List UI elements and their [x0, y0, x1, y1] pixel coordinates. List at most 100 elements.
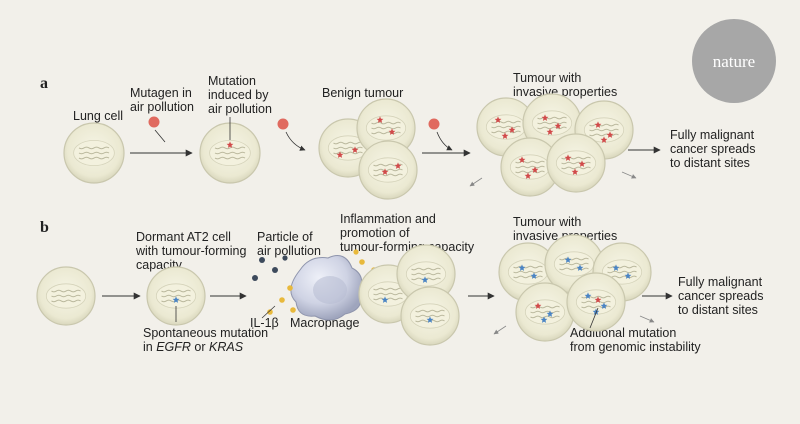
- label-lung-cell: Lung cell: [73, 109, 123, 123]
- label-macrophage: Macrophage: [290, 316, 360, 330]
- mutation-star: [606, 131, 614, 138]
- label-line: Inflammation and: [340, 212, 436, 226]
- benign-tumour: [318, 98, 418, 200]
- egfr-kras-mutation-star: [592, 308, 600, 315]
- label-line: air pollution: [257, 244, 321, 258]
- dna-strand: [51, 289, 81, 293]
- dna-strand: [333, 151, 363, 155]
- nature-logo-text: nature: [713, 52, 755, 71]
- panel-b-letter: b: [40, 219, 49, 236]
- inflamed-cluster: [358, 244, 460, 346]
- invasive-tumour-a: [476, 93, 634, 197]
- dna-strand: [537, 121, 567, 125]
- label-line: Lung cell: [73, 109, 123, 123]
- mutation-star: [336, 151, 344, 158]
- dna-strand: [373, 168, 403, 172]
- dna-strand: [537, 126, 567, 130]
- egfr-kras-mutation-star: [584, 292, 592, 299]
- cytokine-dot: [359, 259, 365, 265]
- mutagen-particle-2: [277, 118, 289, 130]
- dna-strand: [559, 267, 589, 271]
- label-line: Benign tumour: [322, 86, 403, 100]
- arrow-mutagen-3: [436, 131, 453, 151]
- label-line: induced by: [208, 88, 269, 102]
- pollution-particle: [259, 257, 265, 263]
- dna-strand: [214, 156, 246, 160]
- invasive-a-cell-5: [546, 133, 606, 193]
- label-line: Tumour with: [513, 71, 581, 85]
- dna-strand: [371, 126, 401, 130]
- dna-strand: [491, 125, 521, 129]
- label-line: from genomic instability: [570, 340, 701, 354]
- mutation-star: [226, 141, 234, 148]
- label-line: Fully malignant: [678, 275, 763, 289]
- mutation-star: [554, 122, 562, 129]
- mutation-star: [518, 156, 526, 163]
- label-line: Spontaneous mutation: [143, 326, 268, 340]
- mutation-star: [394, 162, 402, 169]
- egfr-kras-mutation-star: [564, 256, 572, 263]
- invasion-arrow-a-1: [469, 177, 483, 187]
- mutagen-particle: [148, 116, 160, 128]
- dna-strand: [78, 151, 110, 155]
- arrow-mutagen-2: [285, 131, 306, 151]
- egfr-kras-mutation-star: [172, 296, 180, 303]
- dna-strand: [530, 305, 560, 309]
- dna-strand: [411, 267, 441, 271]
- inflamed-cell-3: [400, 286, 460, 346]
- label-line: IL-1β: [250, 316, 279, 330]
- mutation-star: [494, 116, 502, 123]
- dna-strand: [589, 123, 619, 127]
- dna-strand: [214, 146, 246, 150]
- dna-strand: [373, 173, 403, 177]
- lung-cell: [63, 122, 125, 184]
- mutagen-particle-3: [428, 118, 440, 130]
- il1b-pointer: [261, 305, 276, 319]
- invasive-tumour-b: [498, 234, 652, 342]
- egfr-kras-mutation-star: [426, 316, 434, 323]
- cytokine-dot: [279, 297, 285, 303]
- label-line: cancer spreads: [678, 289, 763, 303]
- label-line: Macrophage: [290, 316, 360, 330]
- label-benign-tumour: Benign tumour: [322, 86, 403, 100]
- mutation-star: [594, 296, 602, 303]
- dna-strand: [373, 292, 403, 296]
- label-il1b: IL-1β: [250, 316, 279, 330]
- macrophage-nucleus: [313, 276, 347, 304]
- invasive-b-cell-5: [566, 272, 626, 332]
- mutation-star: [376, 116, 384, 123]
- dna-strand: [589, 133, 619, 137]
- label-line: Dormant AT2 cell: [136, 230, 231, 244]
- dna-strand: [561, 161, 591, 165]
- invasive-a-cell-4: [500, 137, 560, 197]
- dna-strand: [415, 309, 445, 313]
- dna-strand: [530, 310, 560, 314]
- mutation-star: [594, 121, 602, 128]
- nature-logo-circle: [692, 19, 776, 103]
- mutation-star: [546, 128, 554, 135]
- mutagen-pointer: [154, 129, 166, 143]
- additional-mutation-pointer: [589, 307, 599, 329]
- pollution-particle: [252, 275, 258, 281]
- invasion-arrow-b-2: [639, 315, 655, 323]
- egfr-kras-mutation-star: [600, 302, 608, 309]
- egfr-kras-mutation-star: [530, 272, 538, 279]
- dna-strand: [530, 315, 560, 319]
- pollution-particle: [272, 267, 278, 273]
- label-line: air pollution: [130, 100, 194, 114]
- label-line: Mutagen in: [130, 86, 192, 100]
- dna-strand: [51, 299, 81, 303]
- benign-cell-2: [356, 98, 416, 158]
- dna-strand: [161, 289, 191, 293]
- cytokine-dot: [290, 307, 296, 313]
- mutation-star: [541, 114, 549, 121]
- egfr-kras-mutation-star: [576, 264, 584, 271]
- dna-strand: [78, 156, 110, 160]
- egfr-kras-mutation-star: [421, 276, 429, 283]
